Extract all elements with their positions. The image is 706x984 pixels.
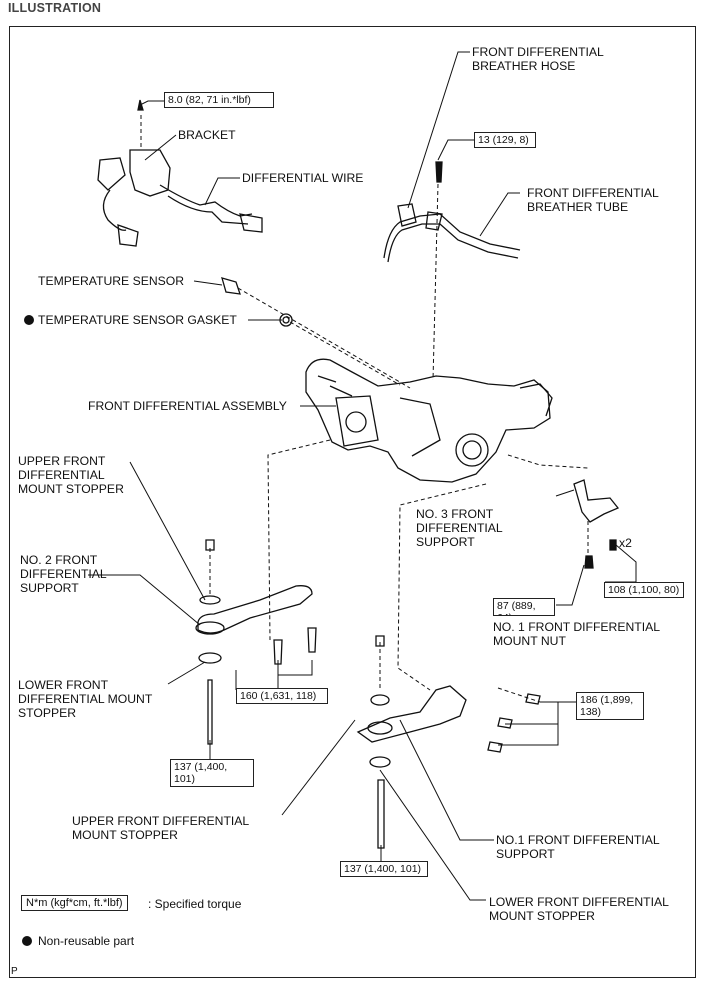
non-reusable-marker	[24, 315, 34, 325]
legend-non-reusable-description: Non-reusable part	[38, 934, 135, 948]
label-upper-front-differential-mount-stopper-bottom: UPPER FRONT DIFFERENTIAL MOUNT STOPPER	[72, 814, 250, 842]
torque-box-no3-support: 108 (1,100, 80)	[604, 582, 684, 598]
label-front-differential-breather-tube: FRONT DIFFERENTIAL BREATHER TUBE	[527, 186, 659, 214]
label-no3-front-differential-support: NO. 3 FRONT DIFFERENTIAL SUPPORT	[416, 507, 503, 549]
label-front-differential-breather-hose: FRONT DIFFERENTIAL BREATHER HOSE	[472, 45, 604, 73]
label-no2-front-differential-support: NO. 2 FRONT DIFFERENTIAL SUPPORT	[20, 553, 107, 595]
page-letter: P	[11, 966, 18, 977]
label-temperature-sensor: TEMPERATURE SENSOR	[38, 274, 185, 288]
label-bracket: BRACKET	[178, 128, 236, 142]
label-differential-wire: DIFFERENTIAL WIRE	[242, 171, 364, 185]
torque-box-lower-stopper-bottom: 137 (1,400, 101)	[340, 861, 428, 877]
breather-hose-tube	[383, 161, 521, 263]
torque-box-no2-support-bolts: 160 (1,631, 118)	[236, 688, 328, 704]
label-x2: x2	[619, 536, 632, 550]
no3-front-differential-support	[573, 479, 620, 569]
label-front-differential-assembly: FRONT DIFFERENTIAL ASSEMBLY	[88, 399, 287, 413]
torque-box-breather-hose: 13 (129, 8)	[474, 132, 536, 148]
label-lower-front-differential-mount-stopper-left: LOWER FRONT DIFFERENTIAL MOUNT STOPPER	[18, 678, 153, 720]
label-temperature-sensor-gasket: TEMPERATURE SENSOR GASKET	[38, 313, 237, 327]
torque-box-bracket: 8.0 (82, 71 in.*lbf)	[164, 92, 274, 108]
label-lower-front-differential-mount-stopper-bottom: LOWER FRONT DIFFERENTIAL MOUNT STOPPER	[489, 895, 669, 923]
torque-box-mount-nut: 87 (889, 64)	[493, 598, 555, 616]
no1-front-differential-support	[356, 635, 541, 849]
legend-torque-unit: N*m (kgf*cm, ft.*lbf)	[21, 895, 128, 911]
differential-wire	[97, 99, 263, 247]
label-no1-front-differential-support: NO.1 FRONT DIFFERENTIAL SUPPORT	[496, 833, 660, 861]
label-upper-front-differential-mount-stopper-top: UPPER FRONT DIFFERENTIAL MOUNT STOPPER	[18, 454, 124, 496]
torque-box-no1-support-bolts: 186 (1,899, 138)	[576, 692, 644, 720]
legend-torque-description: : Specified torque	[148, 897, 242, 911]
temperature-sensor	[221, 277, 293, 327]
illustration-frame	[9, 26, 696, 978]
torque-box-lower-stopper-left: 137 (1,400, 101)	[170, 759, 254, 787]
page-title: ILLUSTRATION	[8, 1, 102, 15]
dashed-alignment-lines	[140, 115, 589, 703]
legend-non-reusable-marker	[22, 936, 32, 946]
no2-front-differential-support	[195, 539, 317, 745]
label-no1-front-differential-mount-nut: NO. 1 FRONT DIFFERENTIAL MOUNT NUT	[493, 620, 661, 648]
leader-lines	[88, 51, 637, 901]
front-differential-assembly	[305, 358, 553, 483]
